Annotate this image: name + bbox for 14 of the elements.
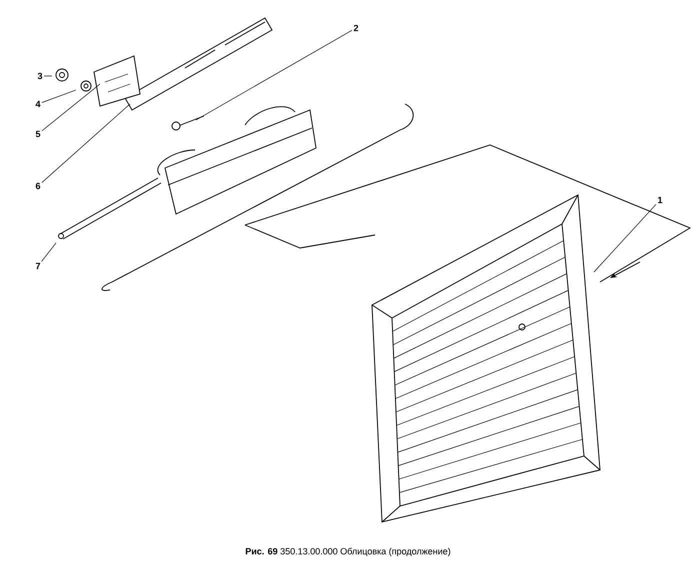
leader-line [42,104,130,183]
leader-line [196,30,352,120]
leader-line [42,90,76,103]
callout-number: 1 [658,196,662,204]
callout-number: 4 [36,100,40,108]
callout-number: 6 [36,182,40,190]
callout-number: 5 [36,130,40,138]
leader-line [594,204,656,272]
leader-line [42,84,100,132]
callout-number: 2 [354,24,358,32]
figure-caption: Рис. 69 350.13.00.000 Облицовка (продолжение) [246,548,450,556]
callout-number: 3 [38,72,42,80]
callout-number: 7 [36,262,40,270]
leader-line [41,242,56,262]
